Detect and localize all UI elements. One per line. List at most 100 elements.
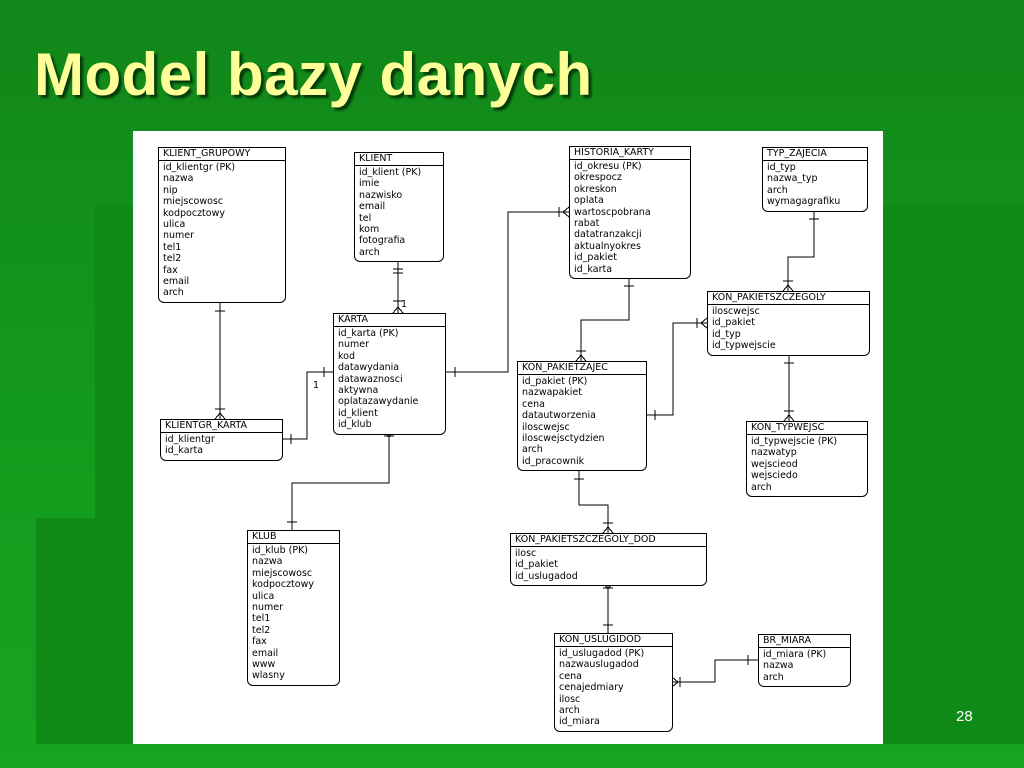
entity-attribute: aktywna	[338, 385, 379, 397]
entity-attribute: id_pracownik	[522, 455, 585, 467]
entity-attribute: wejscieod	[751, 458, 798, 470]
entity-attribute: id_uslugadod	[515, 570, 578, 582]
entity-attribute: arch	[751, 481, 772, 493]
entity-attribute: ilosc	[559, 693, 581, 705]
entity-name: KON_PAKIETSZCZEGOLY	[708, 292, 869, 305]
entity-attribute: wymagagrafiku	[767, 196, 841, 208]
entity-attribute: oplata	[574, 195, 604, 207]
relation-konpakietzajec-konpakietszczegoly	[645, 317, 708, 420]
entity-attribute: kodpocztowy	[252, 579, 314, 591]
entity-attribute: id_karta	[165, 445, 204, 457]
entity-attribute: id_klub	[338, 419, 372, 431]
entity-attribute: nazwa	[163, 173, 194, 185]
entity-attribute: ulica	[163, 219, 186, 231]
relation-konpakietzajec-konpakietszczegolydod	[574, 470, 614, 534]
entity-attribute: nip	[163, 184, 178, 196]
entity-attribute: id_pakiet	[712, 317, 755, 329]
entity-attribute: id_pakiet	[574, 252, 617, 264]
relation-karta-historiakarty	[444, 206, 570, 377]
entity-name: KON_PAKIETZAJEC	[518, 362, 646, 375]
entity-name: KARTA	[334, 314, 445, 327]
relation-konuslugidod-konpakietszczegolydod	[602, 582, 614, 633]
entity-name: TYP_ZAJECIA	[763, 148, 867, 161]
entity-attribute: nazwapakiet	[522, 387, 582, 399]
entity-attribute: datautworzenia	[522, 410, 596, 422]
entity-attribute: tel2	[252, 624, 271, 636]
entity-attribute: nazwa	[252, 556, 283, 568]
entity-attribute: numer	[252, 602, 284, 614]
relation-typzajecia-konpakietszczegoly	[782, 210, 819, 292]
entity-attribute: id_typwejscie	[712, 340, 776, 352]
entity-attribute: id_uslugadod (PK)	[559, 648, 645, 659]
entity-attribute: oplatazawydanie	[338, 396, 419, 408]
entity-attribute: kodpocztowy	[163, 207, 225, 219]
entity-attribute: wlasny	[252, 670, 285, 682]
entity-name: KLIENTGR_KARTA	[161, 420, 282, 433]
entity-attribute: tel1	[163, 241, 182, 253]
entity-attribute: numer	[163, 230, 195, 242]
slide-number: 28	[956, 708, 973, 725]
entity-attribute: id_miara (PK)	[763, 649, 827, 660]
entity-attribute: tel	[359, 212, 372, 224]
entity-attribute: nazwauslugadod	[559, 659, 639, 671]
entity-attribute: nazwa_typ	[767, 173, 818, 185]
entity-attribute: id_miara	[559, 716, 600, 728]
entity-attribute: arch	[163, 287, 184, 299]
entity-attribute: arch	[359, 246, 380, 258]
entity-attribute: aktualnyokres	[574, 240, 641, 252]
entity-attribute: arch	[767, 184, 788, 196]
entity-attribute: cena	[522, 398, 545, 410]
entity-attribute: iloscwejsctydzien	[522, 433, 605, 445]
entity-name: KON_USLUGIDOD	[555, 634, 672, 647]
entity-attribute: wartoscpobrana	[574, 206, 651, 218]
entity-name: BR_MIARA	[759, 635, 850, 648]
entity-attribute: arch	[522, 444, 543, 456]
entity-attribute: id_klientgr (PK)	[163, 162, 236, 173]
relation-klientgrupowy-klientgrkarta	[214, 303, 226, 420]
entity-attribute: nazwa	[763, 660, 794, 672]
entity-attribute: id_pakiet (PK)	[522, 376, 588, 387]
entity-attribute: id_klient (PK)	[359, 167, 422, 178]
entity-attribute: imie	[359, 178, 380, 190]
entity-attribute: id_pakiet	[515, 559, 558, 571]
entity-name: HISTORIA_KARTY	[570, 147, 690, 160]
entity-attribute: iloscwejsc	[712, 306, 760, 317]
entity-attribute: datawydania	[338, 362, 400, 374]
entity-attribute: arch	[559, 705, 580, 717]
entity-attribute: ilosc	[515, 548, 537, 559]
entity-attribute: email	[359, 201, 386, 213]
relationship-lines	[214, 206, 819, 688]
entity-attribute: www	[252, 659, 276, 671]
entity-attribute: ulica	[252, 590, 275, 602]
entity-attribute: miejscowosc	[163, 196, 224, 208]
cardinality-label-klient-karta: 1	[401, 299, 408, 310]
entity-attribute: fax	[252, 636, 267, 648]
entity-attribute: datawaznosci	[338, 373, 403, 385]
entity-attribute: rabat	[574, 218, 600, 230]
entity-attribute: email	[163, 276, 190, 288]
relation-historiakarty-konpakietzajec	[575, 277, 634, 362]
entity-attribute: datatranzakcji	[574, 229, 642, 241]
entity-attribute: okreskon	[574, 183, 617, 195]
